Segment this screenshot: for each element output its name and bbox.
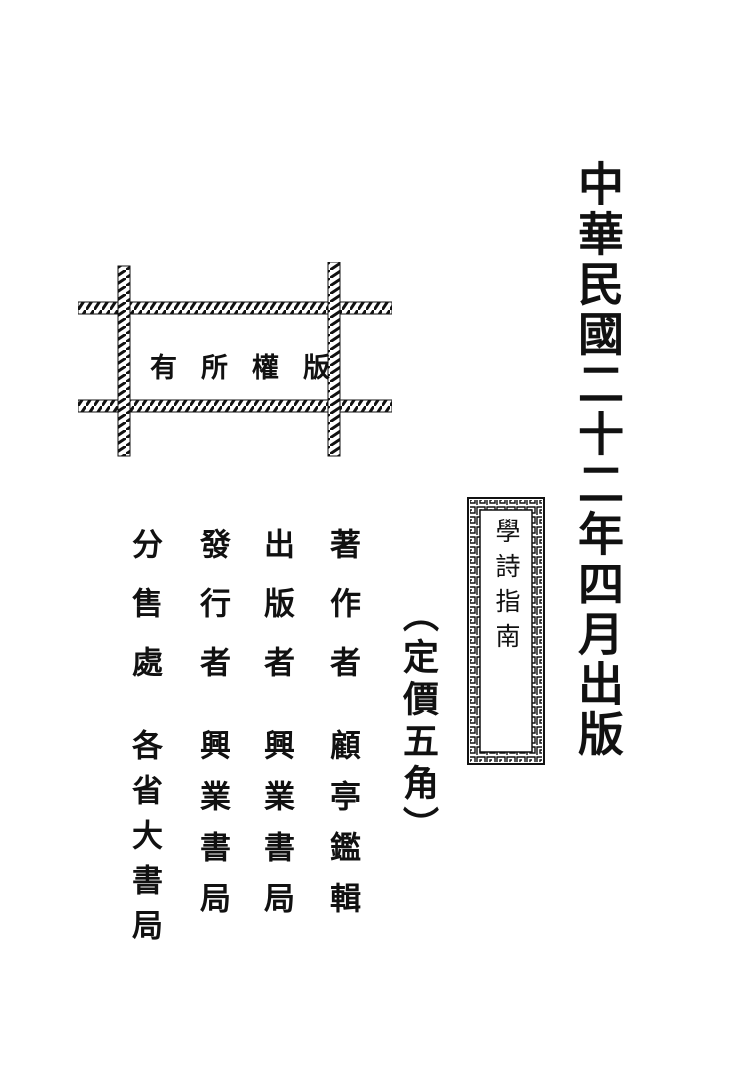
credit-column: 著作者顧亭鑑輯 <box>322 528 362 933</box>
title-cartouche: 學詩指南 <box>466 496 546 766</box>
credit-name: 各省大書局 <box>126 729 162 954</box>
publication-date: 中華民國二十二年四月出版 <box>571 160 625 760</box>
meander-border <box>467 497 545 765</box>
credit-name: 顧亭鑑輯 <box>324 729 360 933</box>
credit-column: 分售處各省大書局 <box>124 528 164 954</box>
credit-name: 興業書局 <box>194 729 230 933</box>
price: （定價五角） <box>397 596 439 848</box>
copyright-notice: 有所權版 <box>150 353 354 384</box>
book-title: 學詩指南 <box>492 518 521 658</box>
credit-role: 發行者 <box>194 528 230 705</box>
credit-role: 著作者 <box>324 528 360 705</box>
credit-column: 出版者興業書局 <box>256 528 296 933</box>
credit-role: 出版者 <box>258 528 294 705</box>
credit-column: 發行者興業書局 <box>192 528 232 933</box>
copyright-frame <box>78 262 392 458</box>
rope-frame <box>78 262 392 457</box>
credit-name: 興業書局 <box>258 729 294 933</box>
credit-role: 分售處 <box>126 528 162 705</box>
